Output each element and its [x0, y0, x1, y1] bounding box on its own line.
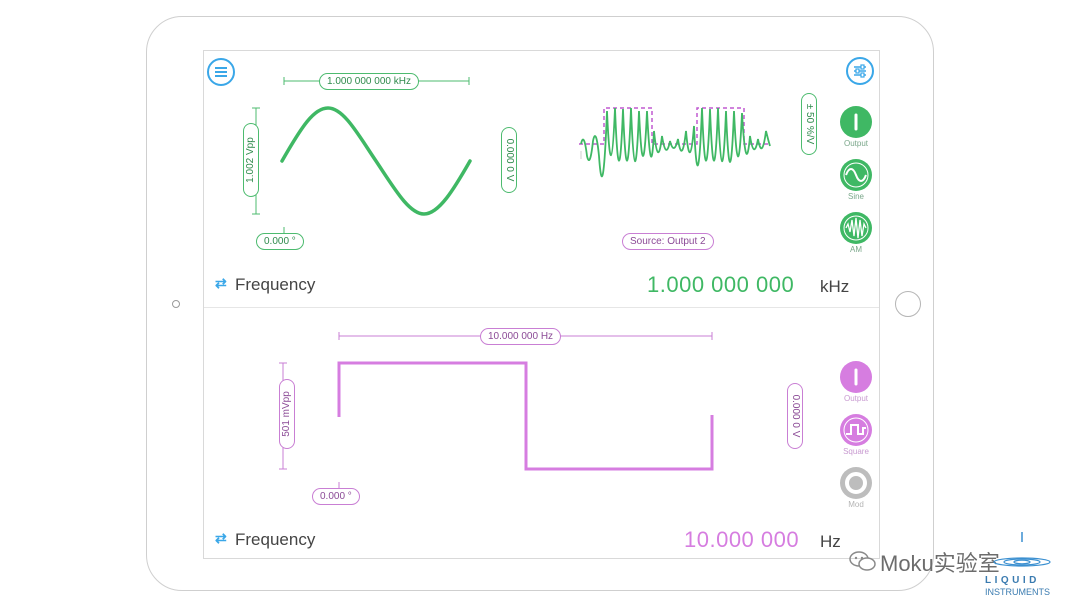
- ch1-output-button[interactable]: [840, 106, 872, 138]
- logo-line1: LIQUID: [985, 575, 1040, 586]
- ch2-output-label: Output: [843, 394, 868, 403]
- channel1-waveform-area: [252, 77, 771, 234]
- ch1-frequency-value[interactable]: 1.000 000 000: [647, 272, 795, 297]
- ch2-swap-parameter-icon[interactable]: ⇄: [215, 530, 227, 546]
- ch2-phase-pill[interactable]: 0.000 °: [312, 488, 360, 505]
- logo-line2: INSTRUMENTS: [985, 587, 1050, 597]
- am-modulation-envelope: [579, 107, 769, 145]
- ch1-mod-source-pill[interactable]: Source: Output 2: [622, 233, 714, 250]
- home-button[interactable]: [895, 291, 921, 317]
- liquid-instruments-logo-mark: [993, 532, 1051, 567]
- ch1-output-label: Output: [843, 139, 868, 148]
- menu-button[interactable]: [207, 58, 235, 86]
- ch1-parameter-label[interactable]: Frequency: [235, 275, 316, 294]
- ch2-offset-pill[interactable]: 0.000 0 V: [787, 383, 803, 449]
- sine-waveform: [280, 106, 472, 216]
- modulation-off-icon: [845, 472, 867, 494]
- ch1-frequency-unit: kHz: [820, 277, 850, 296]
- ch2-frequency-pill[interactable]: 10.000 000 Hz: [480, 328, 562, 345]
- ch2-square-label: Square: [843, 447, 869, 456]
- ch1-frequency-pill[interactable]: 1.000 000 000 kHz: [319, 73, 419, 90]
- ch1-sine-label: Sine: [847, 192, 864, 201]
- ch1-swap-parameter-icon[interactable]: ⇄: [215, 275, 227, 291]
- ch1-am-label: AM: [850, 245, 862, 254]
- hamburger-icon: [215, 67, 227, 77]
- square-waveform: [337, 361, 714, 471]
- settings-button[interactable]: [846, 57, 874, 85]
- app-screen: 1.000 000 000 kHz 1.002 Vpp 0.000 0 V 0.…: [203, 50, 880, 559]
- sliders-icon: [854, 64, 866, 78]
- ch1-amplitude-pill[interactable]: 1.002 Vpp: [243, 123, 259, 197]
- ch1-sine-button[interactable]: [840, 159, 872, 191]
- am-modulated-waveform: [580, 107, 771, 178]
- sine-wave-icon: [843, 162, 869, 188]
- ch1-am-button[interactable]: [840, 212, 872, 244]
- power-icon: [854, 368, 858, 386]
- power-icon: [854, 113, 858, 131]
- channel-divider: [204, 307, 879, 308]
- ch1-phase-pill[interactable]: 0.000 °: [256, 233, 304, 250]
- am-modulation-icon: [843, 215, 869, 241]
- front-camera: [172, 300, 180, 308]
- wechat-icon: [849, 551, 876, 571]
- ch2-square-button[interactable]: [840, 414, 872, 446]
- ch1-mod-depth-pill[interactable]: ± 50 %/V: [801, 93, 817, 155]
- ch2-parameter-label[interactable]: Frequency: [235, 530, 316, 549]
- watermark-text: Moku实验室: [880, 551, 1000, 576]
- square-wave-icon: [843, 417, 869, 443]
- ch1-offset-pill[interactable]: 0.000 0 V: [501, 127, 517, 193]
- ch2-mod-label: Mod: [848, 500, 864, 509]
- ch2-frequency-value[interactable]: 10.000 000: [684, 527, 800, 552]
- ch2-frequency-unit: Hz: [820, 532, 841, 551]
- ch2-amplitude-pill[interactable]: 501 mVpp: [279, 379, 295, 449]
- ch2-output-button[interactable]: [840, 361, 872, 393]
- ch2-mod-button[interactable]: [840, 467, 872, 499]
